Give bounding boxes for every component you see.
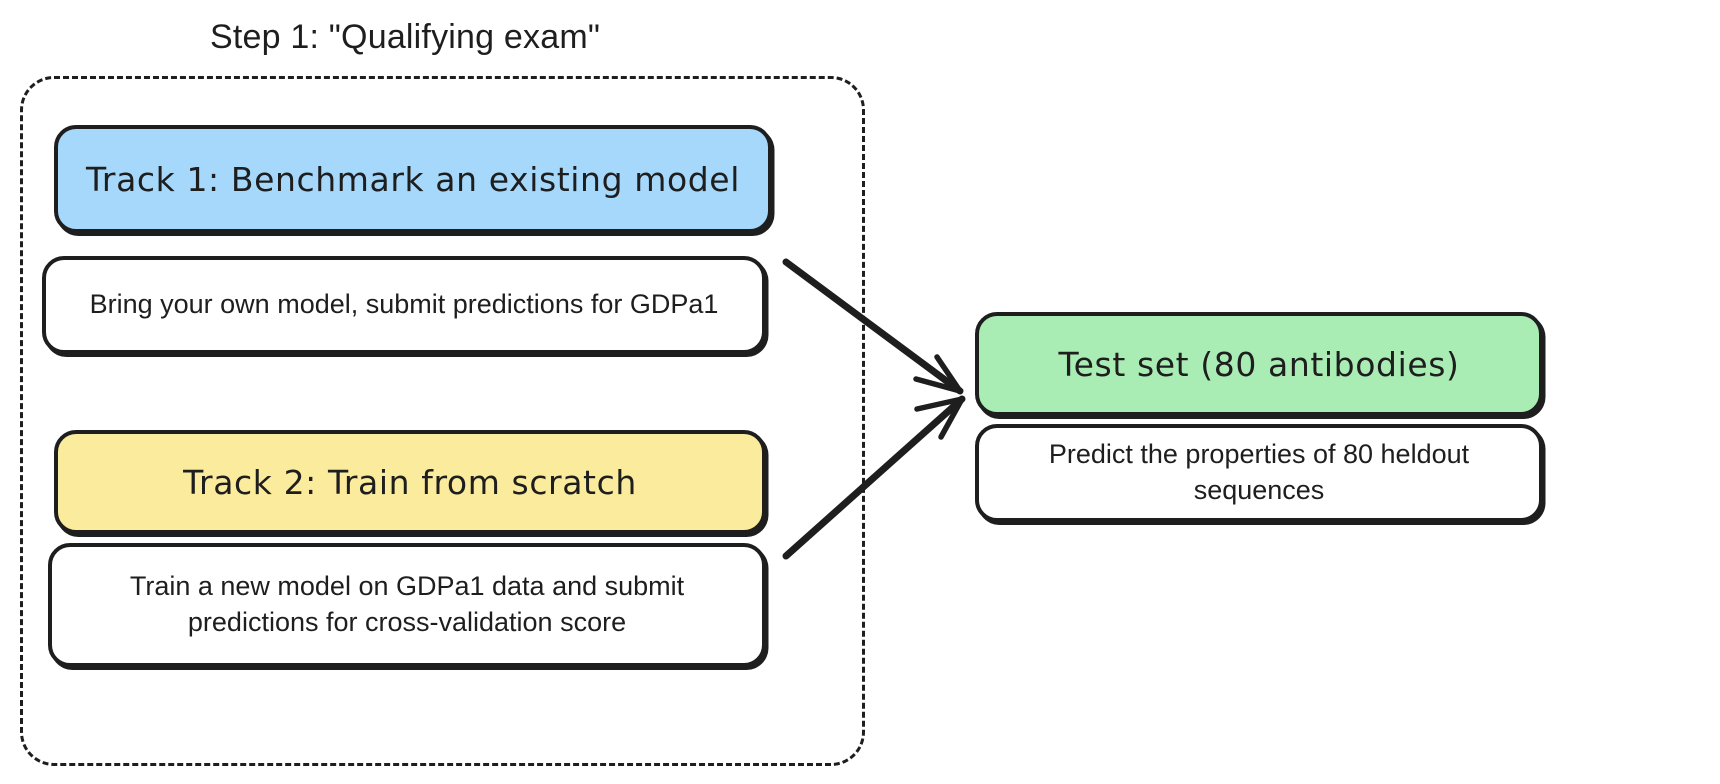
- test-set-header-box[interactable]: Test set (80 antibodies): [975, 312, 1543, 416]
- track-2-description-box[interactable]: Train a new model on GDPa1 data and subm…: [48, 543, 766, 667]
- track-1-header-label: Track 1: Benchmark an existing model: [86, 159, 740, 199]
- track-1-header-box[interactable]: Track 1: Benchmark an existing model: [54, 125, 772, 233]
- page-title: Step 1: "Qualifying exam": [210, 18, 601, 56]
- test-set-description-box[interactable]: Predict the properties of 80 heldout seq…: [975, 424, 1543, 522]
- track-1-description-label: Bring your own model, submit predictions…: [89, 289, 719, 320]
- track-2-header-box[interactable]: Track 2: Train from scratch: [54, 430, 766, 534]
- test-set-description-label: Predict the properties of 80 heldout seq…: [1048, 439, 1470, 505]
- test-set-header-label: Test set (80 antibodies): [1058, 344, 1460, 384]
- track-2-header-label: Track 2: Train from scratch: [183, 462, 637, 502]
- track-2-description-label: Train a new model on GDPa1 data and subm…: [129, 571, 685, 637]
- track-1-description-box[interactable]: Bring your own model, submit predictions…: [42, 256, 766, 354]
